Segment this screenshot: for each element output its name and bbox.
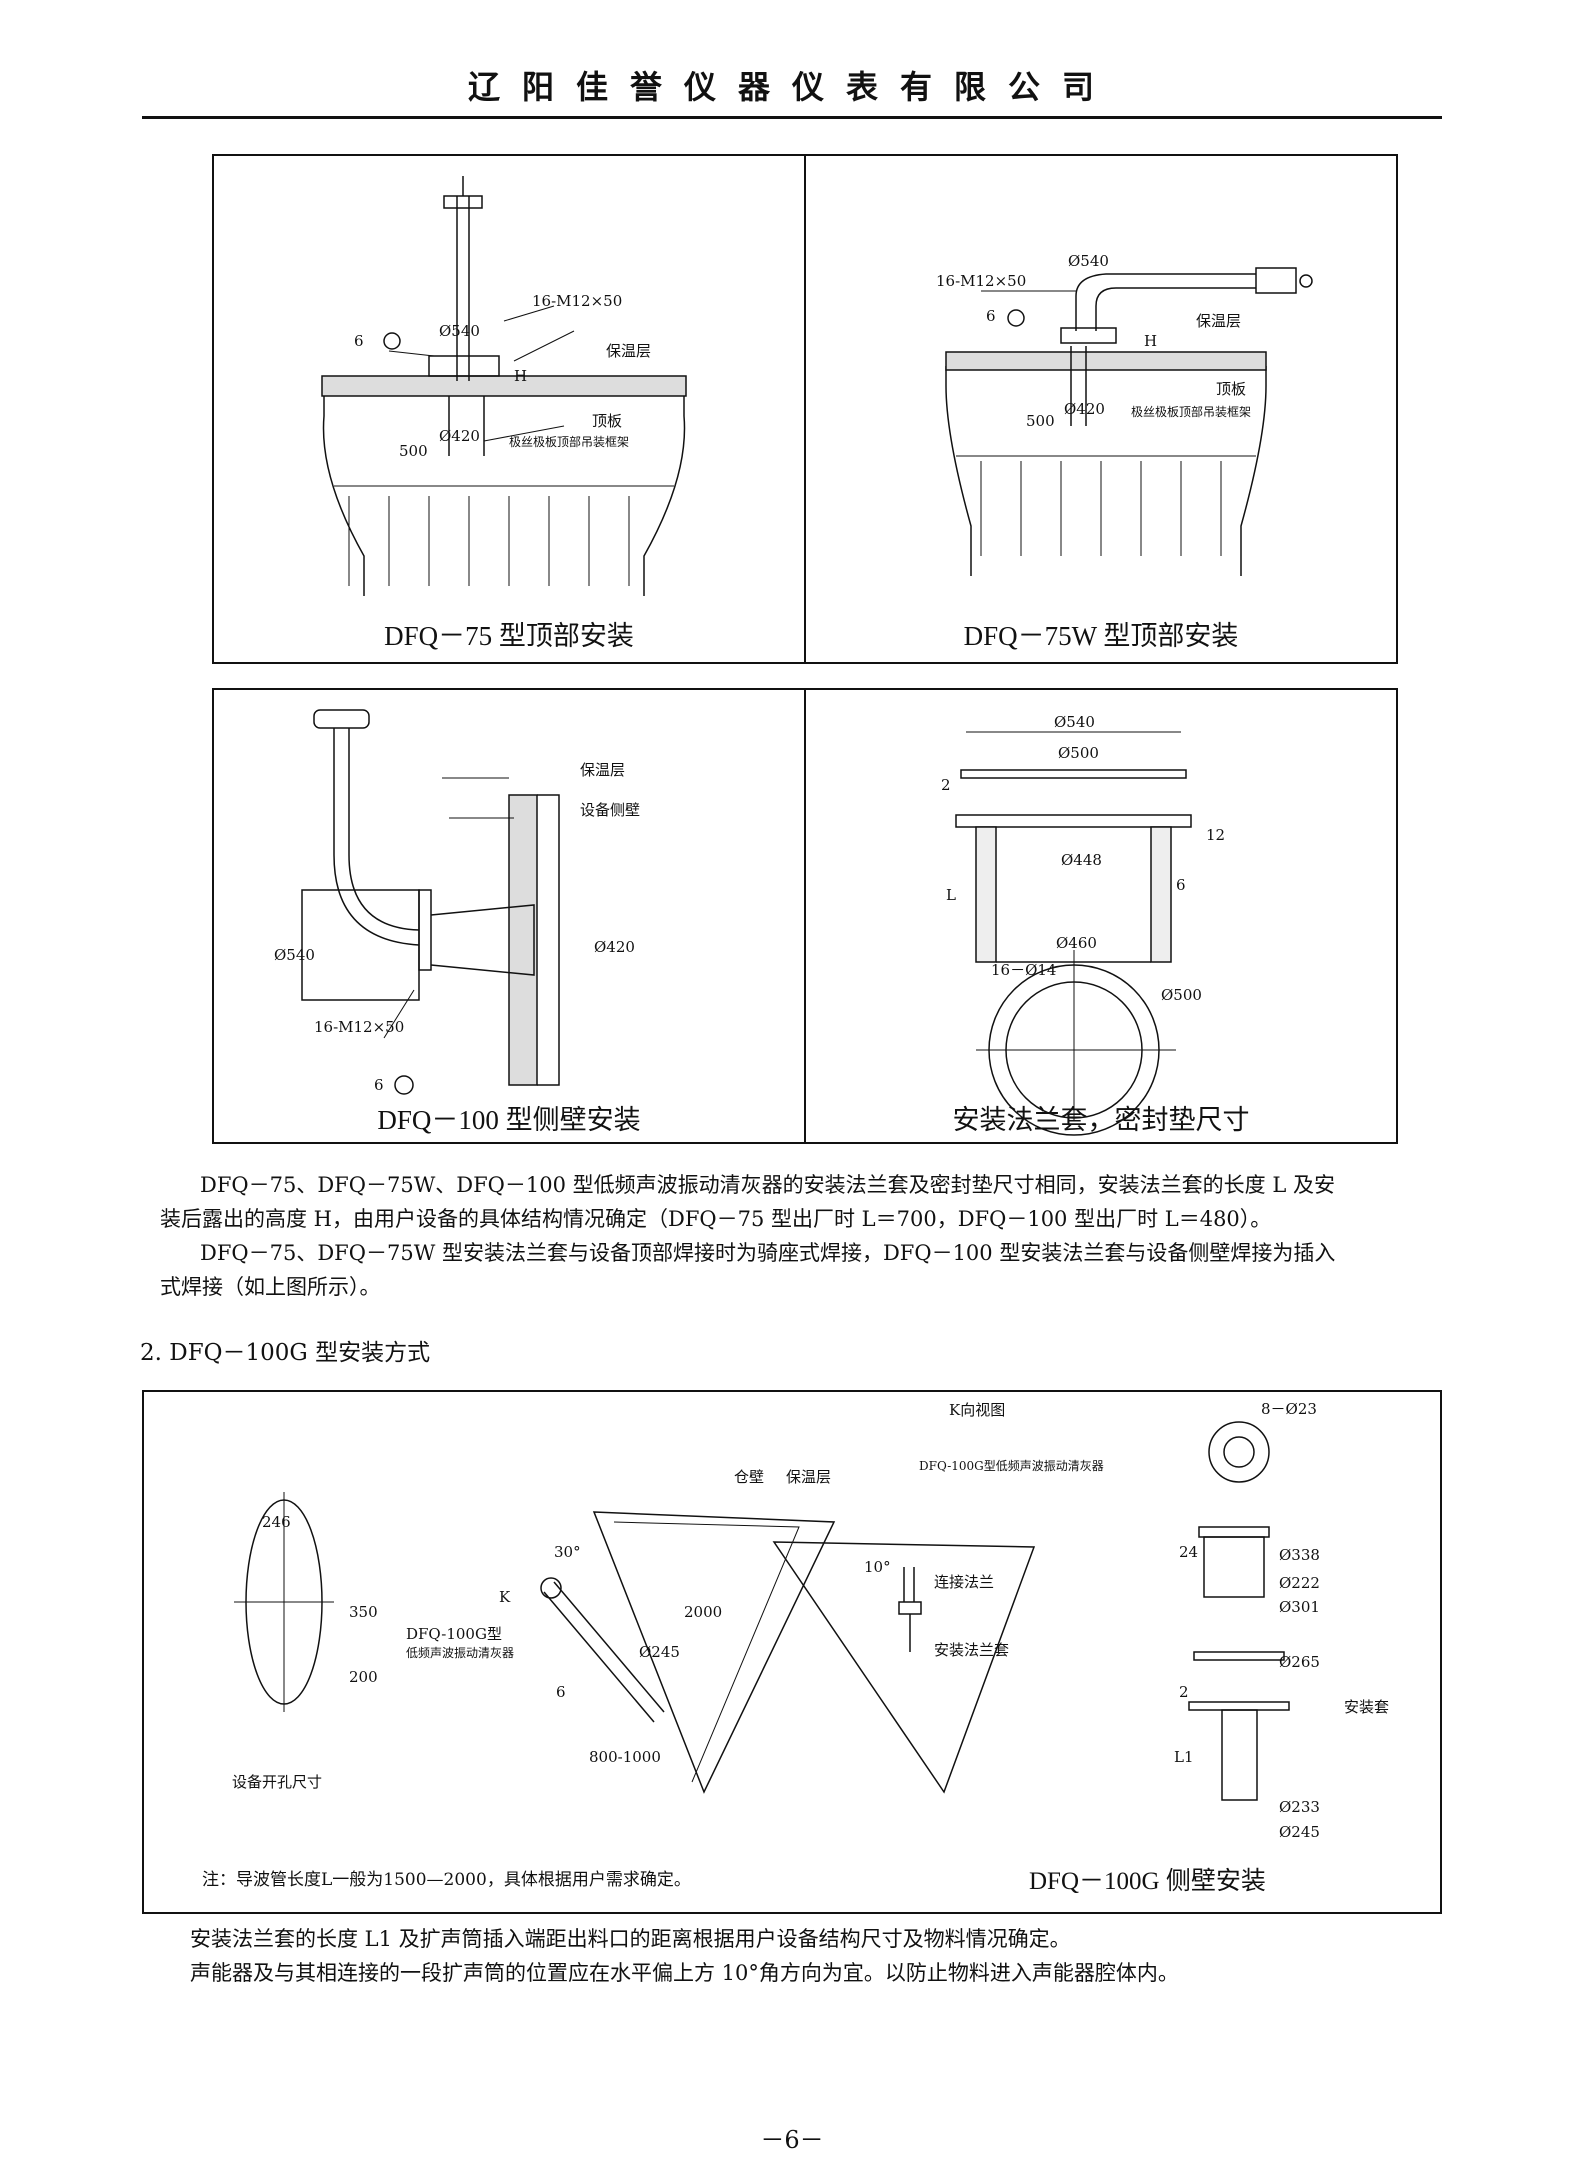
dfq100g-drawing bbox=[234, 1421, 1290, 1801]
p2-caption: DFQ－75W 型顶部安装 bbox=[963, 621, 1239, 651]
panel-dfq75-top: 16-M12×50 Ø540 6 保温层 H 顶板 Ø420 极丝极板顶部吊装框… bbox=[212, 154, 806, 664]
panel-dfq100-side: 保温层 设备侧壁 Ø540 Ø420 16-M12×50 6 DFQ－100 型… bbox=[212, 688, 806, 1144]
p3-caption: DFQ－100 型侧壁安装 bbox=[377, 1105, 641, 1135]
footer-para-2: 声能器及与其相连接的一段扩声筒的位置应在水平偏上方 10°角方向为宜。以防止物料… bbox=[190, 1961, 1179, 1985]
company-header: 辽阳佳誉仪器仪表有限公司 bbox=[467, 68, 1116, 106]
dfq75-top-drawing bbox=[321, 176, 687, 596]
panel-dfq100g: K向视图 8－Ø23 仓壁 保温层 DFQ-100G型低频声波振动清灰器 30°… bbox=[142, 1390, 1442, 1914]
para-line-4: 式焊接（如上图所示）。 bbox=[160, 1275, 381, 1299]
para-line-3: DFQ－75、DFQ－75W 型安装法兰套与设备顶部焊接时为骑座式焊接，DFQ－… bbox=[200, 1241, 1336, 1265]
dfq75w-top-drawing bbox=[945, 267, 1313, 576]
section2-title: 2. DFQ－100G 型安装方式 bbox=[140, 1340, 431, 1366]
p1-caption: DFQ－75 型顶部安装 bbox=[384, 621, 634, 651]
panel-dfq75w-top: Ø540 16-M12×50 6 保温层 H 顶板 Ø420 极丝极板顶部吊装框… bbox=[804, 154, 1398, 664]
p4-caption: 安装法兰套，密封垫尺寸 bbox=[952, 1105, 1250, 1135]
para-line-1: DFQ－75、DFQ－75W、DFQ－100 型低频声波振动清灰器的安装法兰套及… bbox=[200, 1173, 1335, 1197]
para-line-2: 装后露出的高度 H，由用户设备的具体结构情况确定（DFQ－75 型出厂时 L＝7… bbox=[160, 1207, 1272, 1231]
dfq100-side-drawing bbox=[301, 709, 560, 1095]
page-number: －6－ bbox=[760, 2126, 824, 2154]
panel-flange-sleeve: Ø540 Ø500 2 12 L Ø448 6 Ø460 16－Ø14 Ø500… bbox=[804, 688, 1398, 1144]
flange-sleeve-drawing bbox=[955, 731, 1192, 1136]
header-rule bbox=[142, 116, 1442, 119]
footer-para-1: 安装法兰套的长度 L1 及扩声筒插入端距出料口的距离根据用户设备结构尺寸及物料情… bbox=[190, 1927, 1071, 1951]
